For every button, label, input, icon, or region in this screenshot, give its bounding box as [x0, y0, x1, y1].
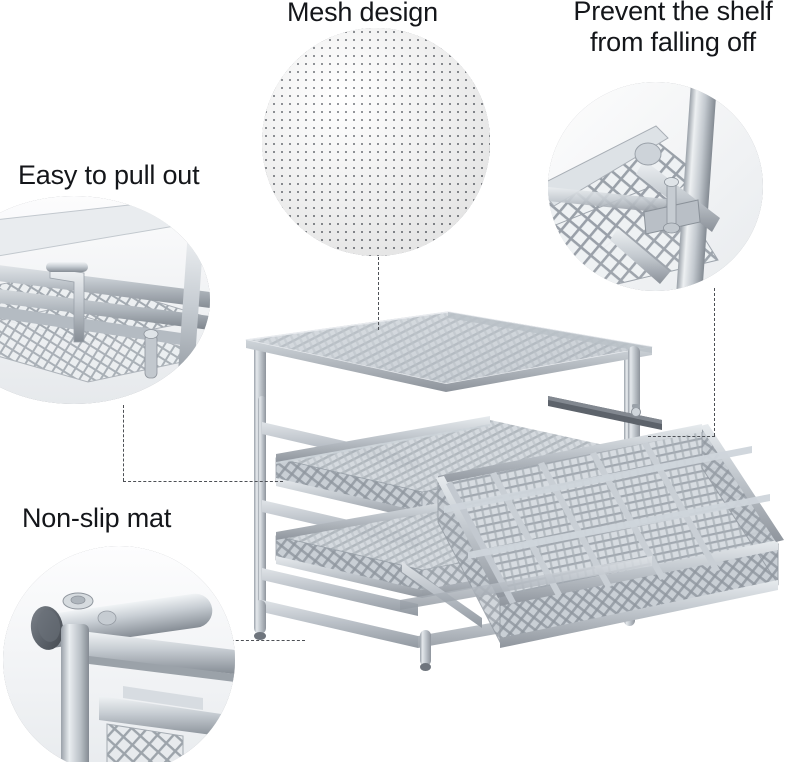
callout-non-slip-mat: [3, 546, 235, 762]
callout-label-non-slip-mat: Non-slip mat: [22, 503, 172, 533]
connector-easy-vertical: [123, 405, 124, 481]
bracket-stopper-photo-icon: [548, 82, 763, 291]
connector-non-slip-mat: [195, 640, 305, 641]
connector-mesh-design: [378, 252, 379, 330]
connector-prevent-horizontal: [648, 436, 715, 437]
perforated-mesh-swatch-icon: [262, 28, 490, 256]
callout-prevent-shelf-falling: [548, 82, 763, 291]
slide-rail-photo-icon: [0, 196, 210, 404]
connector-easy-horizontal: [123, 481, 283, 482]
rubber-foot-photo-icon: [3, 546, 235, 762]
callout-label-easy-pull-out: Easy to pull out: [18, 160, 200, 190]
callout-label-prevent-shelf-falling: Prevent the shelf from falling off: [573, 0, 773, 57]
callout-easy-pull-out: [0, 196, 210, 404]
callout-label-mesh-design: Mesh design: [287, 0, 438, 27]
callout-mesh-design: [262, 28, 490, 256]
product-illustration: [232, 300, 800, 700]
connector-prevent-vertical: [714, 288, 715, 436]
